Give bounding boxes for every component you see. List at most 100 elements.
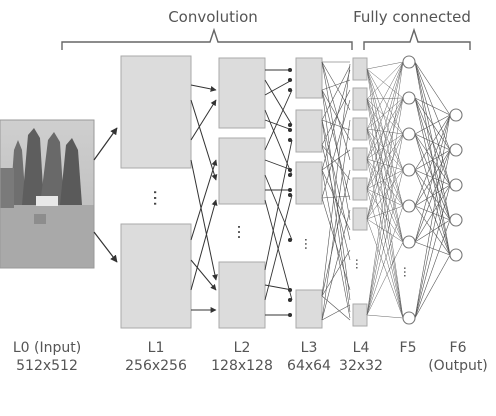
connection-line [414, 169, 451, 221]
f6-neuron [449, 108, 463, 122]
connection-line [366, 61, 404, 70]
connection-line [366, 98, 404, 207]
layer-size: 256x256 [125, 358, 187, 374]
layer-size: 128x128 [211, 358, 273, 374]
connection-line [366, 98, 404, 135]
connection-line [366, 68, 404, 135]
l1-feature-map [120, 223, 192, 329]
layer-label-l1: L1 256x256 [116, 340, 196, 374]
layer-name: L0 (Input) [12, 340, 82, 356]
l2-l3-connections [264, 67, 293, 318]
connection-line [366, 158, 404, 319]
connection-line [414, 97, 451, 116]
connection-line [366, 169, 404, 190]
f6-output-neurons [449, 108, 463, 262]
layer-name: F6 [449, 340, 467, 356]
connection-line [366, 128, 404, 243]
connection-line [366, 169, 404, 220]
f5-neuron [402, 127, 416, 141]
fully-connected-label: Fully connected [353, 8, 471, 26]
connection-line [366, 68, 404, 319]
connection-line [366, 98, 404, 171]
l1-feature-map [120, 55, 192, 169]
layer-name: L2 [233, 340, 251, 356]
l3-feature-map [295, 109, 323, 153]
connection-line [414, 184, 451, 243]
connection-line [366, 158, 404, 207]
connection-line [414, 219, 451, 319]
l3-feature-map [295, 161, 323, 205]
f6-neuron [449, 178, 463, 192]
layer-label-l3: L3 64x64 [284, 340, 334, 374]
l2-feature-map [218, 137, 266, 205]
layer-size: (Output) [428, 358, 488, 374]
connection-line [414, 149, 451, 243]
layer-size: 32x32 [339, 358, 383, 374]
connection-line [366, 218, 404, 243]
l3-feature-map [295, 57, 323, 99]
connection-line [414, 149, 451, 319]
layer-size: 512x512 [16, 358, 78, 374]
connection-line [366, 61, 404, 190]
l4-feature-maps [352, 57, 368, 327]
f5-f6-connections [414, 61, 451, 319]
layer-label-l0: L0 (Input) 512x512 [2, 340, 92, 374]
connection-line [366, 98, 404, 243]
connection-line [366, 97, 404, 316]
connection-line [366, 133, 404, 160]
f5-neurons [402, 55, 416, 325]
convolution-label: Convolution [168, 8, 258, 26]
l3-feature-map [295, 289, 323, 329]
layer-name: L1 [147, 340, 165, 356]
connection-line [366, 97, 404, 100]
connection-line [366, 218, 404, 319]
input-arrow-bottom [93, 231, 118, 263]
connection-line [366, 133, 404, 220]
l2-feature-map [218, 261, 266, 329]
f5-neuron [402, 199, 416, 213]
connection-line [366, 205, 404, 220]
connection-line [366, 158, 404, 243]
f5-neuron [402, 311, 416, 325]
f6-neuron [449, 143, 463, 157]
l4-f5-connections [366, 61, 404, 319]
input-image [0, 119, 95, 269]
l3-ellipsis: ... [301, 238, 316, 250]
connection-line [366, 61, 404, 160]
connection-line [414, 114, 451, 207]
connection-line [366, 97, 404, 190]
layer-name: F5 [399, 340, 417, 356]
l1-l2-connections [190, 84, 218, 313]
connection-line [366, 68, 404, 99]
l1-ellipsis: ... [149, 189, 170, 206]
f5-ellipsis: ... [401, 266, 415, 277]
l2-feature-map [218, 57, 266, 129]
connection-line [414, 169, 451, 256]
connection-line [414, 133, 451, 221]
connection-line [414, 241, 451, 256]
connection-line [414, 114, 451, 319]
connection-line [366, 158, 404, 171]
f5-neuron [402, 91, 416, 105]
connection-line [366, 188, 404, 243]
connection-line [366, 61, 404, 220]
layer-name: L3 [300, 340, 318, 356]
layer-name: L4 [352, 340, 370, 356]
connection-line [414, 254, 451, 319]
connection-line [366, 133, 404, 316]
connection-line [366, 97, 404, 160]
l3-l4-connections [321, 61, 351, 321]
connection-line [414, 114, 451, 135]
layer-label-f6: F6 (Output) [424, 340, 492, 374]
layer-label-f5: F5 [392, 340, 424, 356]
f5-neuron [402, 163, 416, 177]
connection-line [366, 205, 404, 316]
connection-line [414, 184, 451, 319]
layer-label-l4: L4 32x32 [336, 340, 386, 374]
connection-line [414, 133, 451, 186]
l2-ellipsis: ... [234, 224, 253, 239]
fully-connected-brace [363, 27, 471, 50]
connection-line [366, 61, 404, 130]
connection-line [414, 97, 451, 151]
